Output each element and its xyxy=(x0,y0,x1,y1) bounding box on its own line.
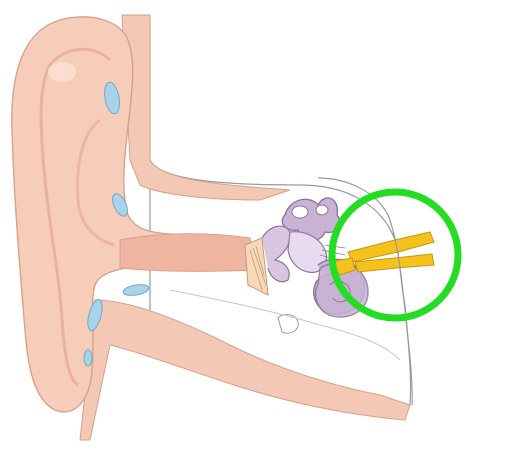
cartilage-2 xyxy=(112,193,128,217)
ossicles xyxy=(261,225,291,283)
outer-ear-inner-fold xyxy=(39,47,112,387)
cartilage-1 xyxy=(104,81,120,115)
cartilage-5 xyxy=(83,349,93,367)
canal-loop-1 xyxy=(291,205,309,219)
skull-inner-line xyxy=(169,289,401,361)
cartilage-4 xyxy=(87,298,103,332)
eardrum xyxy=(244,237,269,296)
cartilage-3 xyxy=(122,284,150,296)
outer-ear-highlight xyxy=(48,62,76,82)
outer-ear-antihelix xyxy=(75,118,116,247)
head-skin xyxy=(121,14,291,201)
ear-canal xyxy=(119,233,256,272)
skull-outline xyxy=(317,177,413,406)
canal-loop-2 xyxy=(315,204,329,216)
highlight-circle xyxy=(328,188,462,322)
head-skin-lower xyxy=(79,299,411,441)
